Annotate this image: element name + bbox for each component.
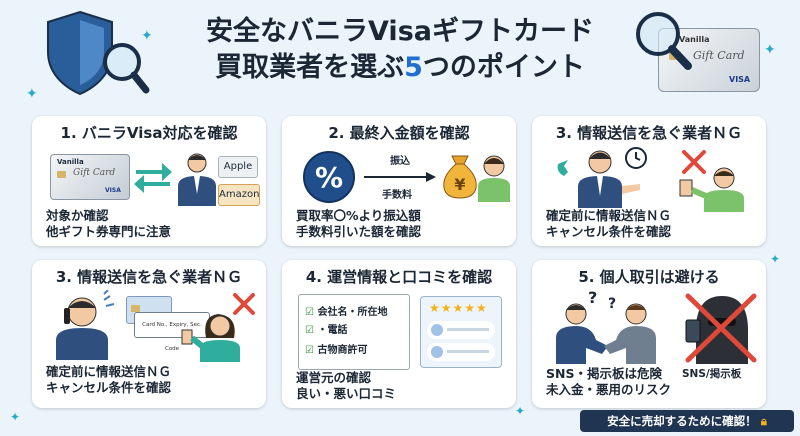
cross-mark-icon [233, 293, 255, 315]
percent-icon: % [303, 151, 355, 203]
sns-board-label: SNS/掲示板 [682, 368, 742, 380]
woman-stop-icon [181, 314, 240, 362]
review-panel: ★★★★★ [420, 296, 502, 368]
fee-label: 手数料 [382, 190, 412, 201]
arrow-right-icon [364, 172, 436, 182]
title-line-2: 買取業者を選ぶ5つのポイント [215, 52, 585, 83]
transfer-label: 振込 [390, 156, 410, 167]
gift-card-image: Vanilla Gift Card VISA [50, 154, 130, 200]
card-title: 5. 個人取引は避ける [578, 268, 720, 286]
card-chip [57, 171, 66, 178]
avatar [431, 324, 443, 336]
sparkle-icon: ✦ [10, 410, 21, 424]
card-info-form: Card No., Expiry, Sec. Code [134, 312, 210, 352]
point-card-2: 2. 最終入金額を確認 % 振込 手数料 ¥ 買取率〇%より振込額手数料引いた額… [282, 116, 516, 246]
review-bubble [427, 343, 495, 361]
handshake-icon [556, 303, 656, 364]
businessman-phone-icon [557, 150, 640, 208]
point-card-6: 5. 個人取引は避ける ? ? SNS/掲示板 SNS・掲示板は危険未入金・悪用… [532, 260, 766, 408]
question-mark: ? [608, 296, 617, 312]
check-item-1: ☑ 会社名・所在地 [305, 307, 388, 318]
amazon-tag: Amazon [218, 184, 260, 206]
lock-icon: 🔒︎ [760, 414, 767, 428]
review-bubble [427, 321, 495, 339]
businessman-icon [178, 153, 216, 206]
apple-tag: Apple [218, 156, 258, 178]
avatar [431, 346, 443, 358]
card-title: 3. 情報送信を急ぐ業者ＮＧ [555, 124, 743, 142]
person-stop-icon [679, 167, 744, 212]
point-card-5: 4. 運営情報と口コミを確認 ☑ 会社名・所在地 ☑ ・電話 ☑ 古物商許可 ★… [282, 260, 516, 408]
card-description: 対象か確認他ギフト券専門に注意 [46, 208, 172, 239]
clock-icon [625, 147, 647, 169]
card-description: SNS・掲示板は危険未入金・悪用のリスク [546, 366, 672, 397]
card-network: VISA [105, 187, 121, 194]
card-title: 3. 情報送信を急ぐ業者ＮＧ [55, 268, 243, 286]
point-card-1: 1. バニラVisa対応を確認 Vanilla Gift Card VISA A… [32, 116, 266, 246]
svg-text:%: % [315, 161, 343, 194]
stressed-person-phone-icon [56, 290, 115, 360]
checkbox-icon: ☑ [305, 325, 314, 336]
sparkle-icon: ✦ [770, 252, 781, 266]
star-rating: ★★★★★ [429, 301, 488, 315]
money-bag-icon: ¥ [443, 155, 477, 199]
card-description: 買取率〇%より振込額手数料引いた額を確認 [296, 208, 422, 239]
card-text: Gift Card [73, 168, 116, 178]
shield-magnifier-icon [47, 10, 150, 96]
card-brand: Vanilla [679, 35, 710, 44]
point-card-4: 3. 情報送信を急ぐ業者ＮＧ Card No., Expiry, Sec. Co… [32, 260, 266, 408]
card-brand: Vanilla [57, 158, 84, 166]
check-item-2: ☑ ・電話 [305, 325, 348, 336]
card-title: 1. バニラVisa対応を確認 [60, 124, 238, 142]
card-network: VISA [729, 75, 751, 84]
footer-banner: 安全に売却するために確認！ 🔒︎ [580, 410, 794, 432]
title-line-1: 安全なバニラVisaギフトカード [206, 16, 594, 47]
cross-mark-icon [682, 150, 706, 174]
checkbox-icon: ☑ [305, 307, 314, 318]
sparkle-icon: ✦ [515, 404, 526, 418]
footer-text: 安全に売却するために確認！ [607, 414, 757, 428]
magnifier-icon [636, 12, 692, 70]
check-item-3: ☑ 古物商許可 [305, 345, 368, 356]
person-icon [478, 155, 510, 202]
page-title: 安全なバニラVisaギフトカード 買取業者を選ぶ5つのポイント [150, 14, 650, 86]
checkbox-icon: ☑ [305, 345, 314, 356]
hacker-icon [685, 293, 757, 364]
sparkle-icon: ✦ [764, 42, 776, 58]
card-text: Gift Card [693, 49, 745, 62]
card-description: 運営元の確認良い・悪い口コミ [296, 370, 397, 401]
card-title: 4. 運営情報と口コミを確認 [305, 268, 493, 286]
question-mark: ? [588, 288, 598, 307]
company-info-document: ☑ 会社名・所在地 ☑ ・電話 ☑ 古物商許可 [298, 294, 410, 370]
svg-text:¥: ¥ [454, 175, 465, 194]
sparkle-icon: ✦ [141, 28, 153, 44]
exchange-arrows-icon [134, 163, 172, 193]
sparkle-icon: ✦ [26, 86, 38, 102]
card-title: 2. 最終入金額を確認 [328, 124, 470, 142]
